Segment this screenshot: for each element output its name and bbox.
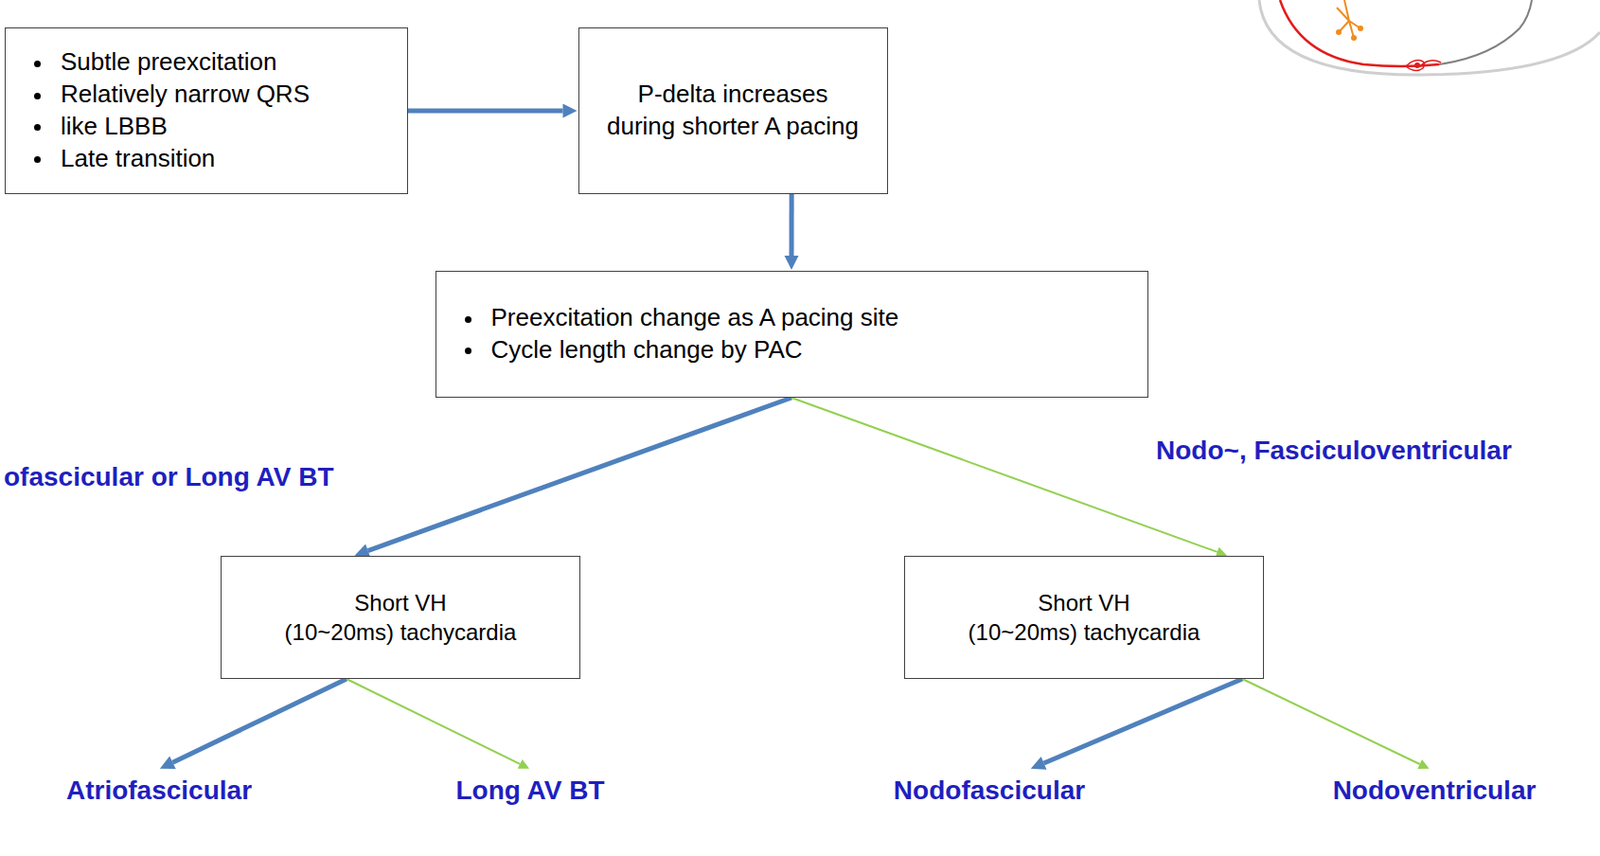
- bullet-item: Cycle length change by PAC: [451, 334, 1133, 367]
- purkinje-branch: [1420, 60, 1441, 67]
- node-text: Nodoventricular: [1333, 774, 1537, 807]
- outcome-text: Nodoventricular: [1327, 768, 1543, 811]
- conduction-path-gray: [1439, 0, 1532, 65]
- node-text: Long AV BT: [455, 774, 605, 807]
- bullet-dot: [34, 156, 41, 163]
- bullet-dot: [464, 316, 472, 323]
- flow-arrow: [1242, 678, 1420, 765]
- branch-label: Nodo~, Fasciculoventricular: [1155, 433, 1516, 467]
- bullet-dot: [34, 60, 41, 68]
- node-text: Nodofascicular: [893, 774, 1085, 807]
- bullet-item: Late transition: [20, 142, 392, 176]
- node-text: Short VH (10~20ms) tachycardia: [236, 587, 565, 647]
- bullet-dot: [464, 347, 472, 355]
- flow-arrow: [172, 678, 347, 763]
- flow-arrow: [1044, 678, 1244, 764]
- bullet-item: Preexcitation change as A pacing site: [451, 302, 1133, 335]
- heart-outline: [1259, 0, 1600, 75]
- node-text: P-delta increases during shorter A pacin…: [594, 78, 872, 143]
- flow-arrow: [346, 678, 520, 765]
- orange-dot: [1357, 25, 1364, 32]
- purkinje-dot: [1414, 62, 1421, 69]
- flow-arrow: [789, 194, 795, 256]
- bullet-item: Relatively narrow QRS: [20, 78, 392, 111]
- node-text: Atriofascicular: [66, 774, 252, 807]
- bullet-item: like LBBB: [20, 110, 392, 143]
- orange-dot: [1351, 35, 1357, 41]
- outcome-text: Long AV BT: [449, 768, 610, 811]
- outcome-text: Nodofascicular: [888, 768, 1091, 811]
- outcome-text: Atriofascicular: [60, 768, 258, 811]
- criteria-box: Subtle preexcitationRelatively narrow QR…: [4, 27, 409, 195]
- flow-arrow: [368, 397, 792, 552]
- process-box: Short VH (10~20ms) tachycardia: [904, 555, 1264, 679]
- orange-branches: [1336, 0, 1361, 38]
- criteria-box: Preexcitation change as A pacing siteCyc…: [435, 270, 1149, 398]
- node-text: Short VH (10~20ms) tachycardia: [920, 587, 1248, 647]
- conduction-path: [1280, 0, 1440, 67]
- bullet-dot: [34, 124, 41, 131]
- flow-arrow: [791, 397, 1218, 552]
- orange-dot: [1335, 29, 1342, 36]
- branch-label: ofascicular or Long AV BT: [3, 460, 534, 494]
- process-box: Short VH (10~20ms) tachycardia: [220, 555, 581, 679]
- bullet-item: Subtle preexcitation: [20, 46, 392, 79]
- bullet-dot: [34, 92, 41, 100]
- flow-arrow: [408, 108, 564, 114]
- process-box: P-delta increases during shorter A pacin…: [578, 27, 889, 195]
